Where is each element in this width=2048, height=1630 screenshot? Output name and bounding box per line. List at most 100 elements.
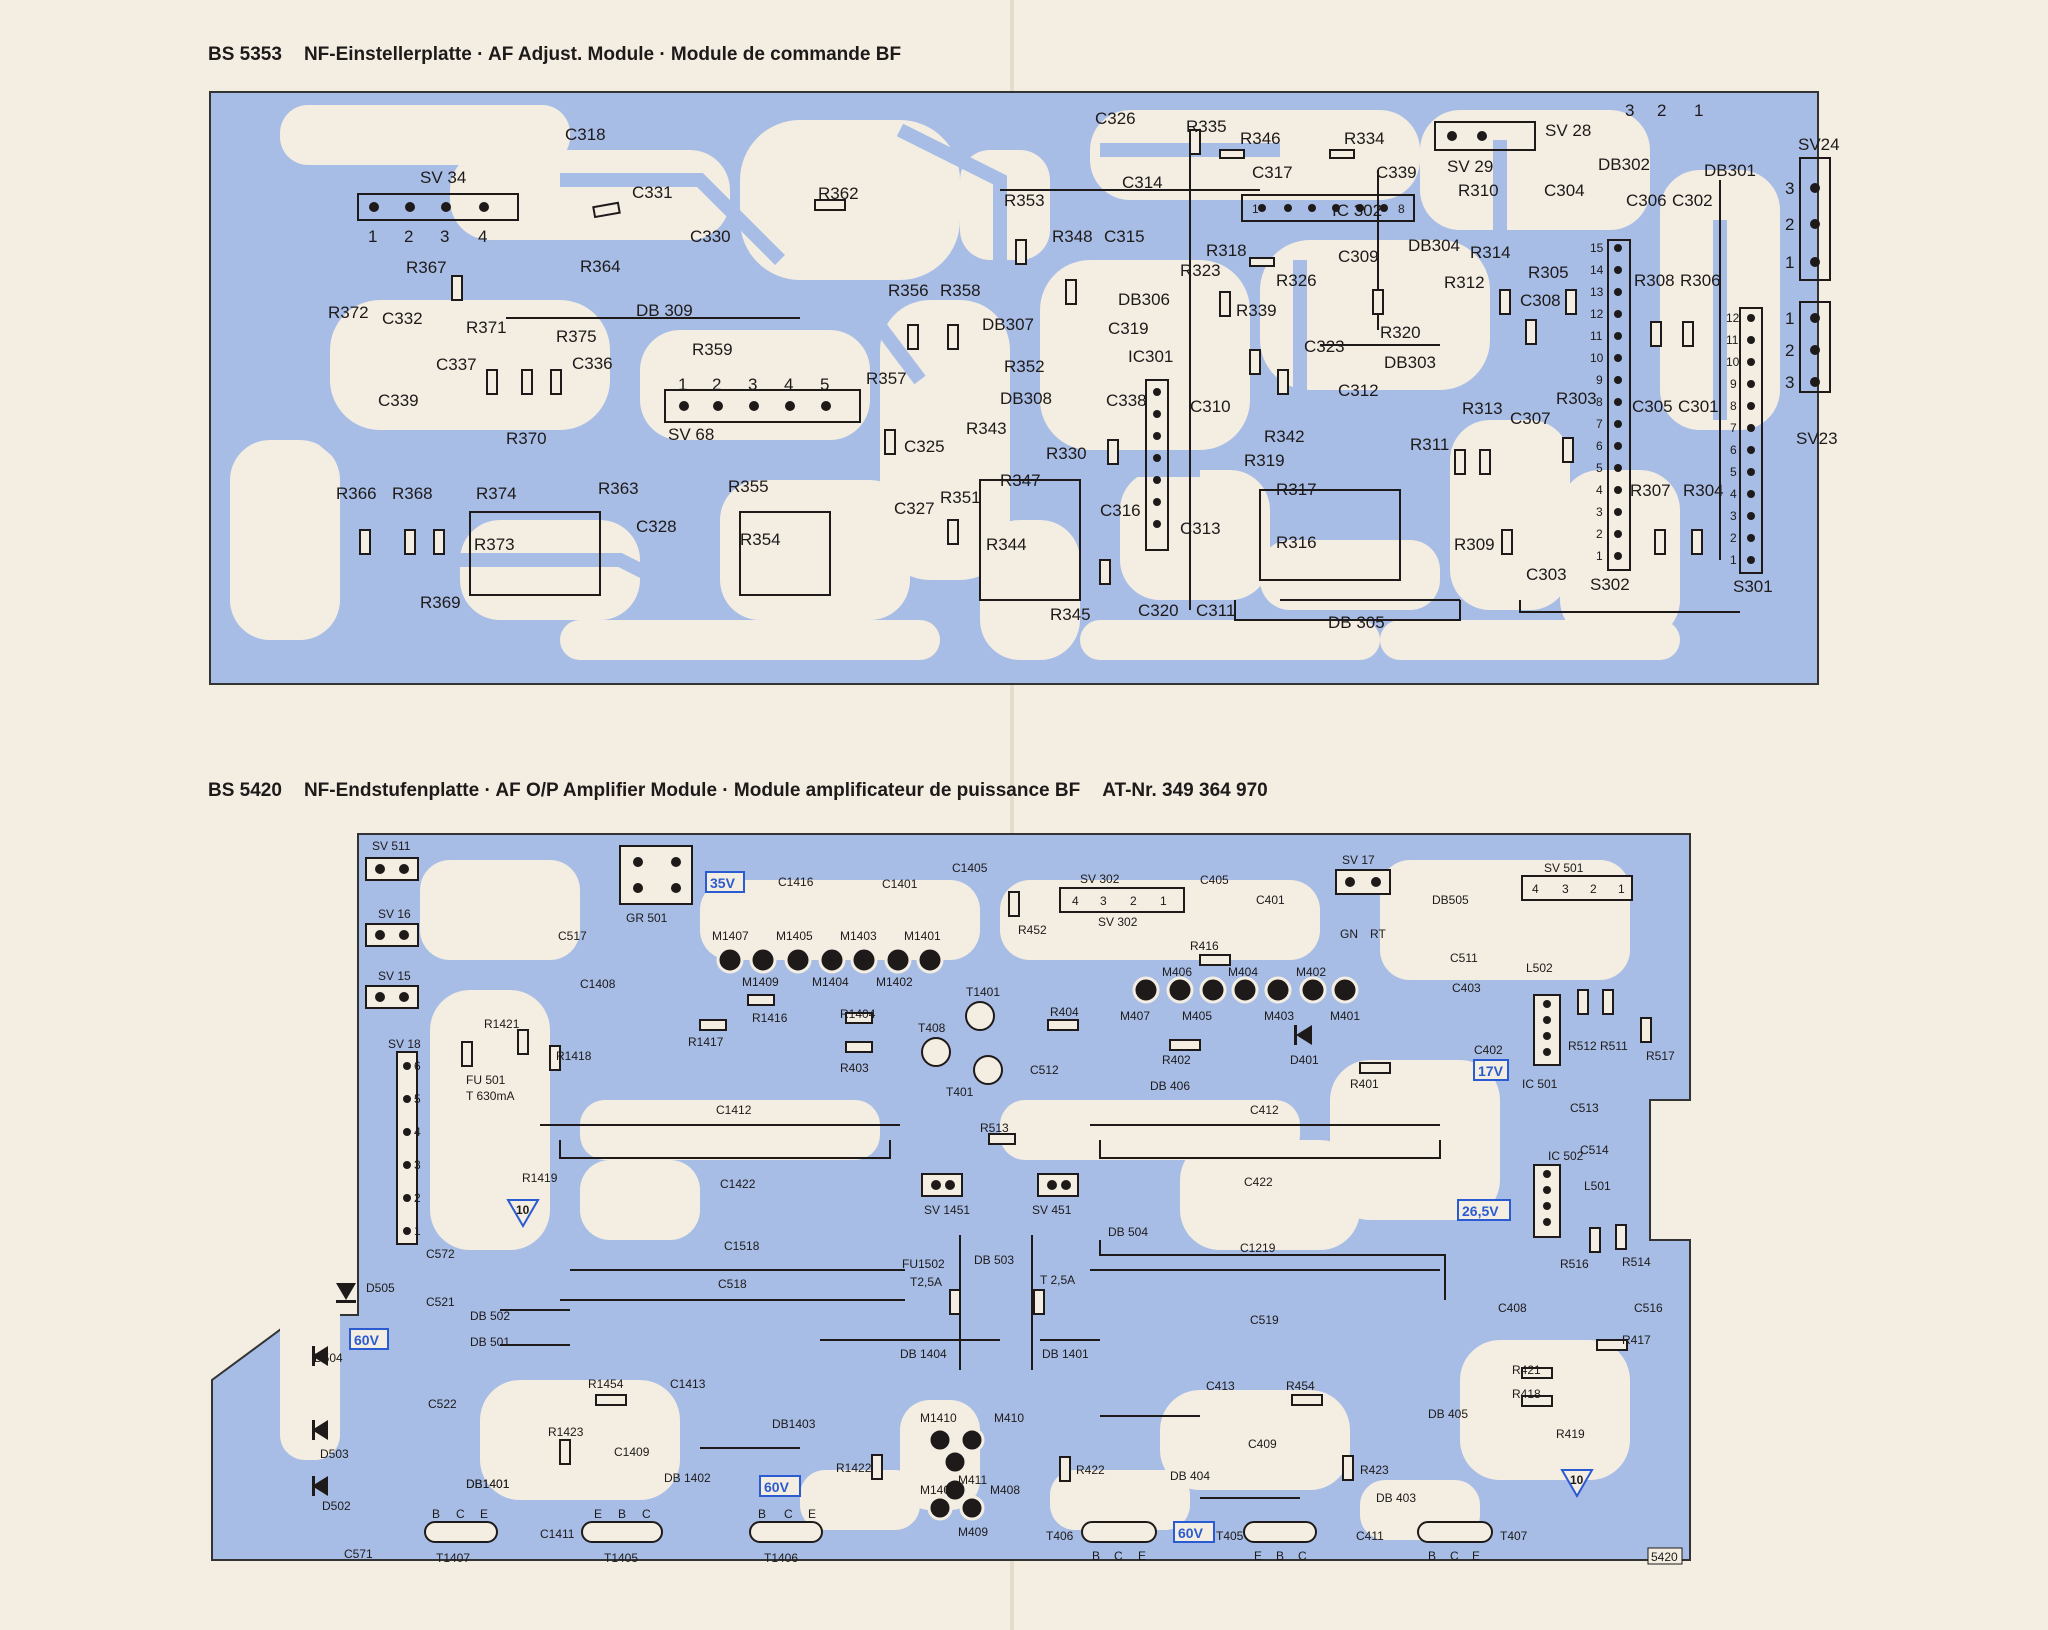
- component-label: C320: [1138, 601, 1179, 620]
- s301-pin: 9: [1730, 377, 1737, 391]
- sv302-pin: 3: [1100, 894, 1107, 908]
- component-label: DB505: [1432, 893, 1469, 907]
- ic302-pin-1: 1: [1252, 202, 1259, 216]
- sv302-pin: 1: [1160, 894, 1167, 908]
- sv1451-label: SV 1451: [924, 1203, 970, 1217]
- component-label: DB 1402: [664, 1471, 711, 1485]
- component-label: C1411: [540, 1527, 575, 1541]
- component-label: R421: [1512, 1363, 1541, 1377]
- component-label: R1423: [548, 1425, 584, 1439]
- sv68-pin-5: 5: [820, 375, 829, 394]
- component-label: C318: [565, 125, 606, 144]
- component-label: R372: [328, 303, 369, 322]
- pin-letter: E: [1254, 1549, 1262, 1563]
- bottom-board-code: BS 5420: [208, 780, 282, 801]
- component-label: C412: [1250, 1103, 1279, 1117]
- s301-pin: 4: [1730, 487, 1737, 501]
- component-label: IC 502: [1548, 1149, 1584, 1163]
- sv501-pin: 3: [1562, 882, 1569, 896]
- sv34-label: SV 34: [420, 168, 466, 187]
- component-label: R334: [1344, 129, 1385, 148]
- component-label: R1419: [522, 1171, 558, 1185]
- component-label: R303: [1556, 389, 1597, 408]
- sv34-pin-1: 1: [368, 227, 377, 246]
- voltage-tag-box: [1173, 1521, 1215, 1543]
- component-label: DB308: [1000, 389, 1052, 408]
- s302-pin: 10: [1590, 351, 1604, 365]
- component-label: T 630mA: [466, 1089, 514, 1103]
- sv18-pin: 1: [414, 1224, 421, 1238]
- component-label: M1405: [776, 929, 813, 943]
- voltage-tag-box: [705, 871, 745, 893]
- component-label: M408: [990, 1483, 1020, 1497]
- sv24-pin-1: 1: [1785, 253, 1794, 272]
- pin-letter: E: [1138, 1549, 1146, 1563]
- sv302-pin: 4: [1072, 894, 1079, 908]
- top-board: SV 34 1 2 3 4 SV 68 1 2 3 4 5 SV 29 SV 2…: [209, 91, 1840, 685]
- component-label: D504: [314, 1351, 343, 1365]
- component-label: T401: [946, 1085, 974, 1099]
- component-label: R310: [1458, 181, 1499, 200]
- pin-letter: B: [432, 1507, 440, 1521]
- sv17-label: SV 17: [1342, 853, 1375, 867]
- component-label: T1407: [436, 1551, 470, 1565]
- component-label: C1412: [716, 1103, 752, 1117]
- component-label: D505: [366, 1281, 395, 1295]
- sv29-label: SV 29: [1447, 157, 1493, 176]
- component-label: C411: [1356, 1529, 1384, 1543]
- component-label: DB 305: [1328, 613, 1385, 632]
- component-label: M1409: [742, 975, 779, 989]
- bottom-board-heading: BS 5420 NF-Endstufenplatte · AF O/P Ampli…: [208, 780, 1290, 802]
- component-label: C409: [1248, 1437, 1277, 1451]
- component-label: R1417: [688, 1035, 724, 1049]
- s301-pin: 3: [1730, 509, 1737, 523]
- component-label: R312: [1444, 273, 1485, 292]
- sv23-label: SV23: [1796, 429, 1838, 448]
- component-label: T1401: [966, 985, 1000, 999]
- component-label: C513: [1570, 1101, 1599, 1115]
- component-label: R373: [474, 535, 515, 554]
- component-label: C403: [1452, 981, 1481, 995]
- voltage-tag-box: [1457, 1199, 1511, 1221]
- component-label: GR 501: [626, 911, 668, 925]
- component-label: R368: [392, 484, 433, 503]
- voltage-tag: 26,5V: [1462, 1203, 1499, 1219]
- sv18-pin: 6: [414, 1059, 421, 1073]
- component-label: C310: [1190, 397, 1231, 416]
- top-board-connector-labels: SV 34 1 2 3 4 SV 68 1 2 3 4 5 SV 29 SV 2…: [368, 101, 1840, 596]
- bottom-board-part-number: AT-Nr. 349 364 970: [1102, 780, 1268, 801]
- pin-letter: E: [808, 1507, 816, 1521]
- component-label: C308: [1520, 291, 1561, 310]
- component-label: R308: [1634, 271, 1675, 290]
- bottom-board-diodes: [312, 1025, 1312, 1496]
- component-label: R313: [1462, 399, 1503, 418]
- component-label: R347: [1000, 471, 1041, 490]
- pin-letter: B: [758, 1507, 766, 1521]
- bottom-board-title: NF-Endstufenplatte · AF O/P Amplifier Mo…: [303, 780, 1081, 801]
- s302-pin: 9: [1596, 373, 1603, 387]
- component-label: R375: [556, 327, 597, 346]
- bottom-board-test-triangles: [506, 1199, 1594, 1499]
- sv34-pin-3: 3: [440, 227, 449, 246]
- component-label: R314: [1470, 243, 1511, 262]
- pin-letter: B: [1428, 1549, 1436, 1563]
- component-label: C1409: [614, 1445, 650, 1459]
- component-label: DB303: [1384, 353, 1436, 372]
- component-label: R370: [506, 429, 547, 448]
- component-label: R402: [1162, 1053, 1191, 1067]
- component-label: IC 501: [1522, 1077, 1558, 1091]
- component-label: M405: [1182, 1009, 1212, 1023]
- component-label: R513: [980, 1121, 1009, 1135]
- sv501-pin: 2: [1590, 882, 1597, 896]
- component-label: C327: [894, 499, 935, 518]
- component-label: DB 403: [1376, 1491, 1416, 1505]
- component-label: R511: [1600, 1039, 1628, 1053]
- sv302-label-lower: SV 302: [1098, 915, 1138, 929]
- component-label: R1454: [588, 1377, 624, 1391]
- component-label: R1418: [556, 1049, 592, 1063]
- test-point-label: 10: [1570, 1473, 1584, 1487]
- bottom-board-mounting-pads: [716, 946, 1359, 1521]
- component-label: C402: [1474, 1043, 1503, 1057]
- component-label: R351: [940, 488, 981, 507]
